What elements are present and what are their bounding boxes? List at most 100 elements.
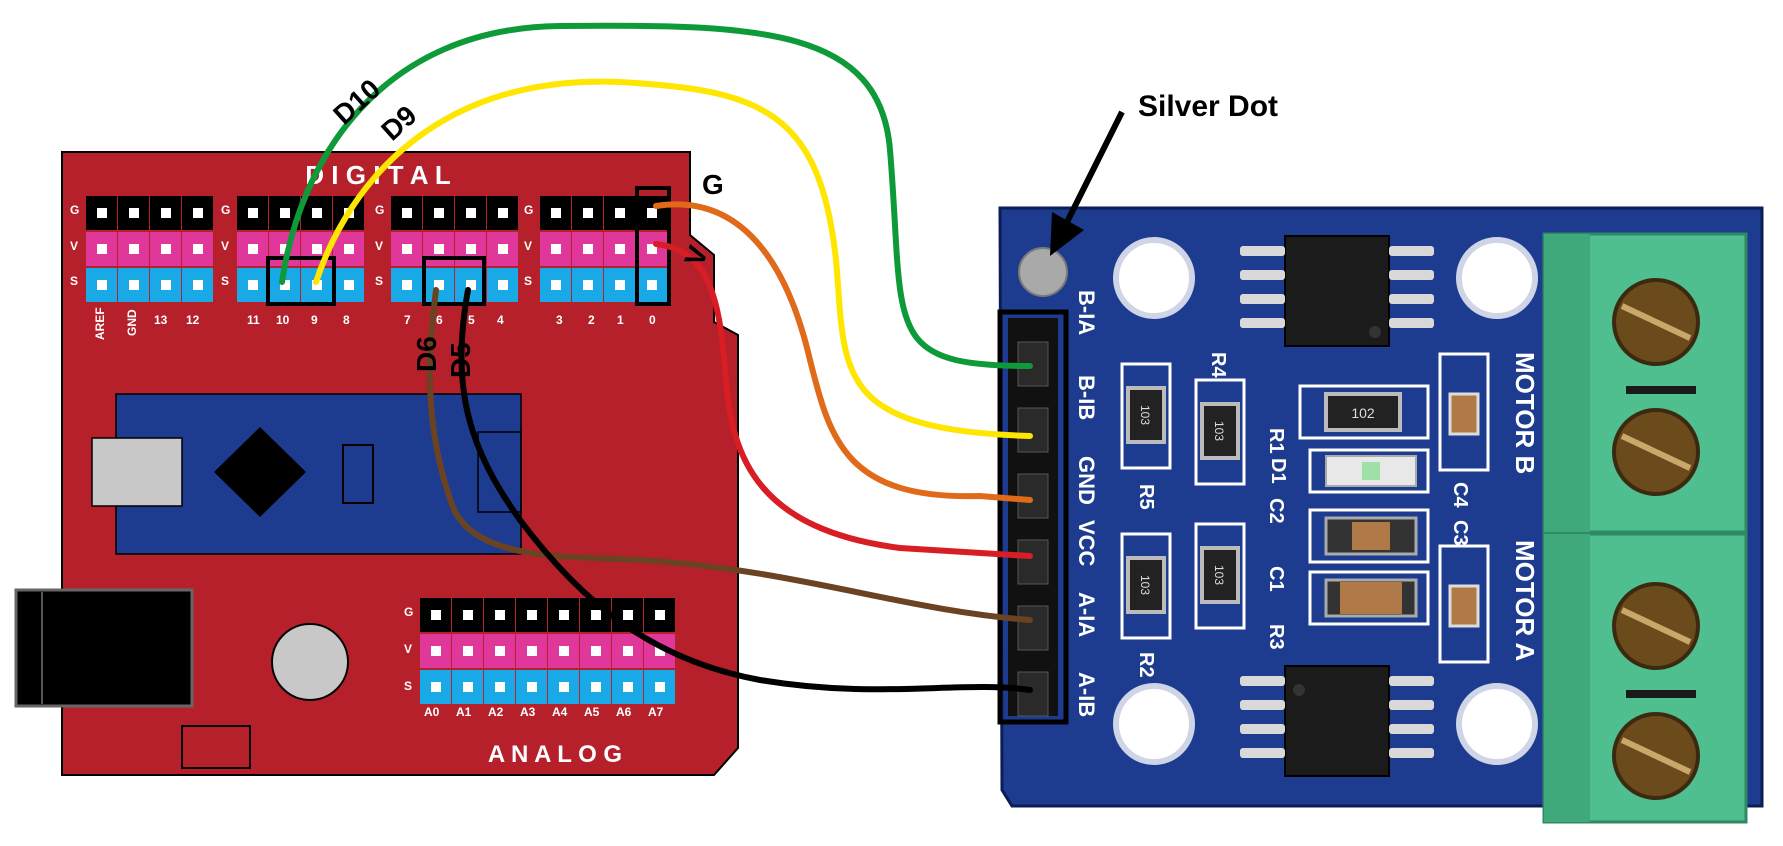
resistor-r4: 103 — [1194, 378, 1246, 486]
motor-driver-board: 103 103 102 103 — [997, 206, 1764, 824]
pin-hole — [402, 208, 412, 218]
resistor-r3: 103 — [1194, 522, 1246, 630]
header-pin — [1017, 407, 1049, 453]
pin-hole — [161, 208, 171, 218]
digital-header-3 — [391, 196, 518, 302]
pin-hole — [551, 244, 561, 254]
pin-label-12: 12 — [186, 313, 200, 327]
mounting-hole — [1113, 683, 1195, 765]
wire-red-v — [653, 241, 1033, 559]
pin-hole — [551, 208, 561, 218]
small-header-outline — [181, 725, 251, 769]
pin-hole — [129, 208, 139, 218]
pin-hole — [312, 280, 322, 290]
pin-hole — [498, 208, 508, 218]
res-code: 103 — [1212, 565, 1226, 585]
pin-label-9: 9 — [311, 313, 318, 327]
pin-hole — [431, 646, 441, 656]
analog-pin-labels: A0 A1 A2 A3 A4 A5 A6 A7 — [424, 705, 664, 719]
nano-component — [342, 444, 374, 504]
row-label-s: S — [70, 274, 78, 288]
silver-dot — [1018, 247, 1068, 297]
row-label-v: V — [70, 239, 78, 253]
pin-hole — [623, 682, 633, 692]
pin-hole — [527, 682, 537, 692]
capacitor-c4 — [1438, 352, 1490, 472]
mcu-chip — [214, 427, 306, 517]
label-c4: C4 — [1449, 482, 1471, 508]
pin-hole — [312, 244, 322, 254]
row-label-g: G — [404, 605, 413, 619]
sensor-shield: D I G I T A L A N A L O G G V S G V S G … — [14, 151, 739, 776]
row-label-v: V — [221, 239, 229, 253]
pin-label-a-ib: A-IB — [1074, 672, 1099, 717]
pin-hole — [97, 244, 107, 254]
pin-hole — [551, 280, 561, 290]
pin-hole — [495, 682, 505, 692]
pin-hole — [583, 244, 593, 254]
pin-hole — [193, 208, 203, 218]
pin-label-a0: A0 — [424, 705, 440, 719]
pin-hole — [280, 244, 290, 254]
mounting-hole — [1113, 237, 1195, 319]
driver-ic-bottom — [1240, 665, 1434, 777]
capacitor-c2 — [1308, 508, 1430, 564]
silver-dot-label: Silver Dot — [1138, 90, 1278, 123]
digital-row-labels-4: G V S — [524, 203, 533, 288]
wire-green-d10 — [279, 22, 1033, 369]
pin-hole — [129, 280, 139, 290]
reset-button — [271, 623, 349, 701]
label-d6: D6 — [411, 336, 442, 372]
pin-hole — [344, 244, 354, 254]
row-label-v: V — [375, 239, 383, 253]
pin-hole — [466, 280, 476, 290]
pin-label-6: 6 — [436, 313, 443, 327]
digital-pin-labels: AREF GND 13 12 11 10 9 8 7 6 5 4 3 2 1 0 — [93, 307, 656, 340]
pin-label-a7: A7 — [648, 705, 664, 719]
capacitor-c1 — [1308, 570, 1430, 626]
pin-hole — [495, 646, 505, 656]
pin-hole — [463, 682, 473, 692]
capacitor-c3 — [1438, 544, 1490, 664]
row-label-g: G — [70, 203, 79, 217]
pin-hole — [559, 610, 569, 620]
row-label-v: V — [404, 642, 412, 656]
pin-label-10: 10 — [276, 313, 290, 327]
digital-row-labels-1: G V S — [70, 203, 79, 288]
pin-hole — [583, 208, 593, 218]
wire-brown-d6 — [426, 287, 1033, 623]
pin-hole — [402, 244, 412, 254]
label-r2: R2 — [1135, 652, 1157, 678]
row-label-s: S — [524, 274, 532, 288]
driver-ic-top — [1240, 235, 1434, 347]
row-label-g: G — [221, 203, 230, 217]
pin-label-b-ia: B-IA — [1074, 290, 1099, 335]
pin-label-a3: A3 — [520, 705, 536, 719]
pin-hole — [559, 682, 569, 692]
pin-hole — [129, 244, 139, 254]
pin-headers — [86, 196, 675, 704]
digital-header-1 — [86, 196, 213, 302]
callout-arrowhead — [1050, 212, 1084, 256]
pin-label-4: 4 — [497, 313, 504, 327]
label-r4: R4 — [1207, 352, 1229, 378]
pin-hole — [591, 610, 601, 620]
pin-hole — [344, 280, 354, 290]
res-code: 103 — [1212, 421, 1226, 441]
pin-hole — [498, 280, 508, 290]
digital-row-labels-3: G V S — [375, 203, 384, 288]
pin-hole — [434, 280, 444, 290]
resistor-r2: 103 — [1120, 532, 1172, 640]
label-c1: C1 — [1265, 566, 1287, 592]
pin-hole — [591, 646, 601, 656]
pin-hole — [647, 244, 657, 254]
pin-hole — [527, 610, 537, 620]
nano-edge-rect — [477, 431, 522, 513]
pin-hole — [248, 280, 258, 290]
terminal-block-motor-b — [1542, 232, 1748, 534]
pin-hole — [591, 682, 601, 692]
analog-header — [420, 598, 675, 704]
pin-label-vcc: VCC — [1074, 520, 1099, 567]
pin-label-aref: AREF — [93, 307, 107, 340]
